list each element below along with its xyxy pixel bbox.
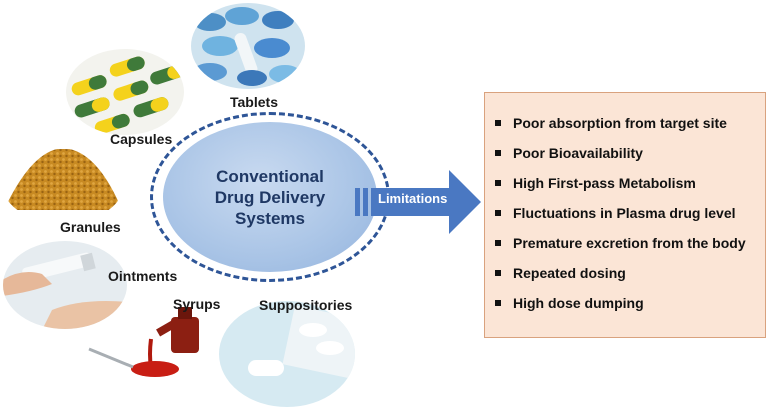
granules-photo	[3, 149, 123, 223]
limitation-text: Poor absorption from target site	[513, 115, 727, 131]
limitation-item: Premature excretion from the body	[495, 228, 765, 258]
limitation-item: Fluctuations in Plasma drug level	[495, 198, 765, 228]
ointments-photo	[3, 241, 127, 329]
limitation-text: Repeated dosing	[513, 265, 626, 281]
limitation-item: High dose dumping	[495, 288, 765, 318]
limitation-text: Poor Bioavailability	[513, 145, 643, 161]
capsules-photo	[66, 49, 184, 135]
limitation-item: High First-pass Metabolism	[495, 168, 765, 198]
suppositories-photo	[219, 301, 355, 407]
limitations-arrow	[355, 170, 481, 234]
granules-label: Granules	[60, 219, 121, 235]
bullet-icon	[495, 270, 501, 276]
syrups-photo	[88, 307, 199, 377]
center-title: Conventional Drug Delivery Systems	[214, 166, 326, 228]
bullet-icon	[495, 240, 501, 246]
limitation-text: Fluctuations in Plasma drug level	[513, 205, 736, 221]
bullet-icon	[495, 210, 501, 216]
limitations-list: Poor absorption from target site Poor Bi…	[485, 93, 765, 318]
capsules-label: Capsules	[110, 131, 173, 147]
bullet-icon	[495, 150, 501, 156]
limitation-item: Poor absorption from target site	[495, 108, 765, 138]
suppositories-label: Suppositories	[259, 297, 353, 313]
center-circle: Conventional Drug Delivery Systems	[163, 122, 377, 272]
bullet-icon	[495, 180, 501, 186]
arrow-label: Limitations	[378, 191, 448, 206]
limitation-text: High dose dumping	[513, 295, 644, 311]
ointments-label: Ointments	[108, 268, 178, 284]
limitation-text: High First-pass Metabolism	[513, 175, 696, 191]
bullet-icon	[495, 120, 501, 126]
limitations-box: Poor absorption from target site Poor Bi…	[484, 92, 766, 338]
tablets-label: Tablets	[230, 94, 278, 110]
limitation-item: Repeated dosing	[495, 258, 765, 288]
limitation-text: Premature excretion from the body	[513, 235, 746, 251]
syrups-label: Syrups	[173, 296, 221, 312]
tablets-photo	[191, 3, 305, 89]
limitation-item: Poor Bioavailability	[495, 138, 765, 168]
bullet-icon	[495, 300, 501, 306]
